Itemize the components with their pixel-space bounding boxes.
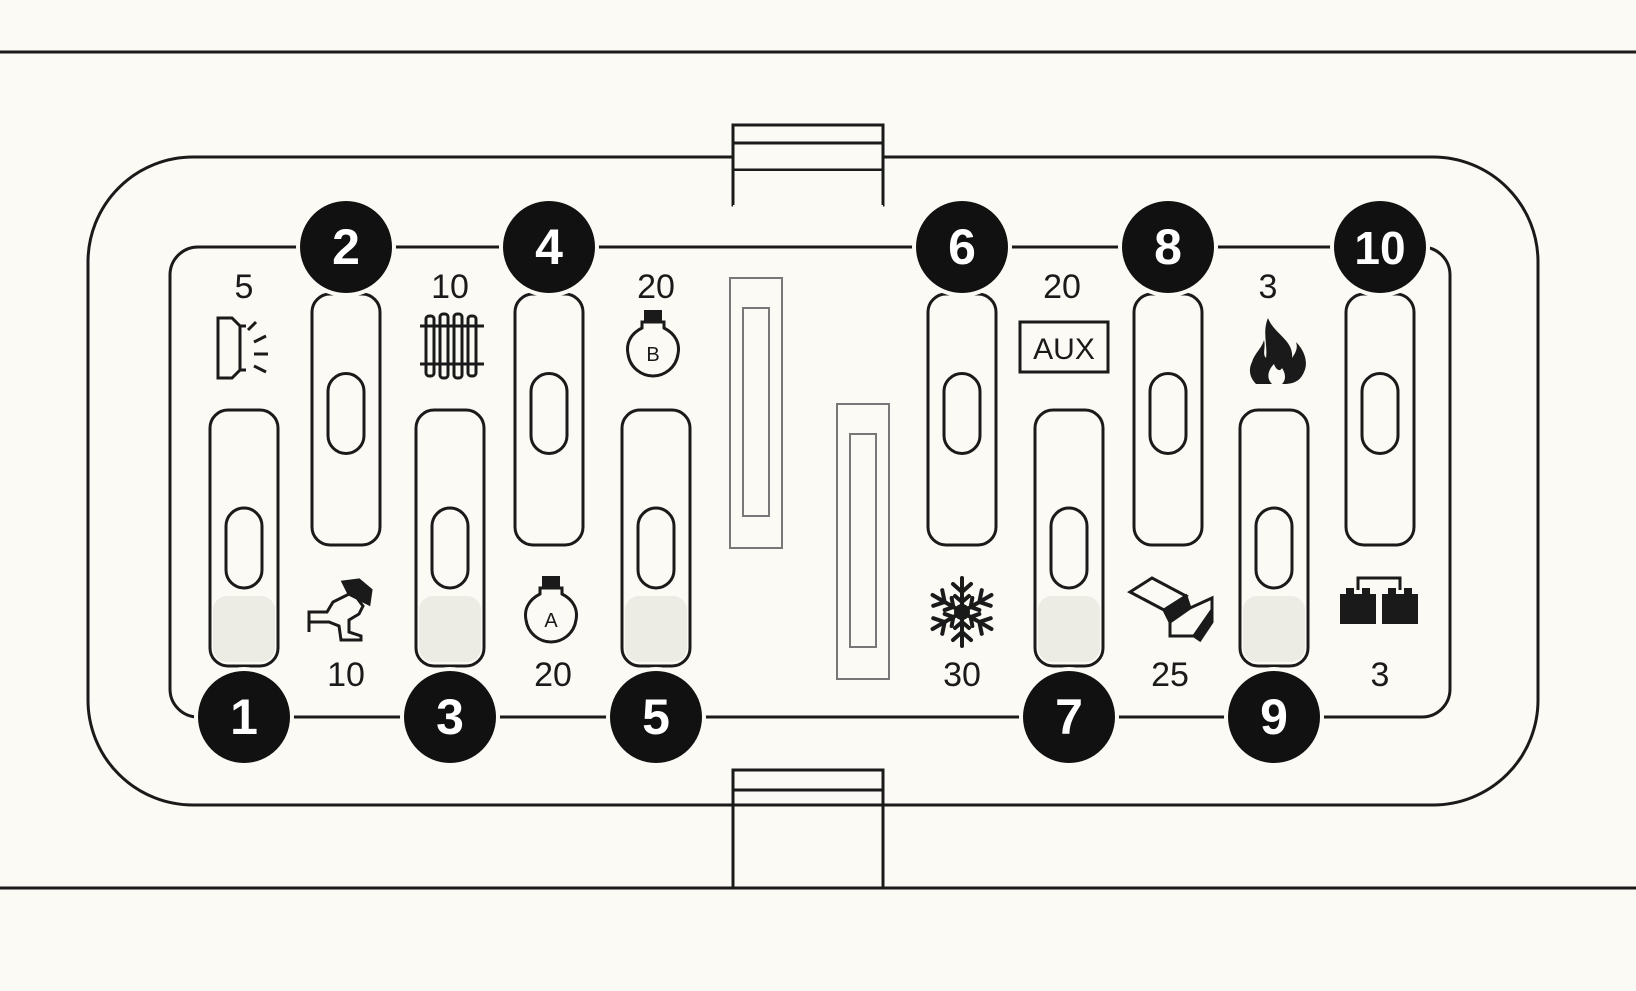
fuse-4[interactable]: 4 xyxy=(499,197,599,547)
fuse-1-amperage: 5 xyxy=(235,268,254,306)
fuse-window xyxy=(529,372,569,455)
fuse-number-badge xyxy=(503,201,595,293)
fuse-window xyxy=(1148,372,1188,455)
wedge-icon xyxy=(1127,576,1214,643)
fuse-number: 9 xyxy=(1260,689,1288,745)
fuse-5-amperage: 20 xyxy=(637,268,675,306)
fuse-number-badge xyxy=(198,671,290,763)
fuse-2[interactable]: 2 xyxy=(296,197,396,547)
fuse-window xyxy=(636,506,676,590)
fuse-6[interactable]: 6 xyxy=(912,197,1012,547)
bulb-a-icon: A xyxy=(524,576,578,644)
fuse-number-badge xyxy=(1228,671,1320,763)
fuse-7-amperage: 20 xyxy=(1043,268,1081,306)
aux-icon: AUX xyxy=(1018,320,1110,374)
fuse-number-badge xyxy=(1334,201,1426,293)
fuse-number: 8 xyxy=(1154,219,1182,275)
fuse-number-badge xyxy=(300,201,392,293)
bottom-clip xyxy=(731,768,885,890)
fuse-3[interactable]: 3 xyxy=(400,408,500,767)
dual-battery-icon xyxy=(1340,576,1418,624)
fuse-window xyxy=(1049,506,1089,590)
fuse-shading xyxy=(1243,596,1305,662)
fuse-6-amperage: 30 xyxy=(943,656,981,694)
aux-label: AUX xyxy=(1033,333,1095,366)
fuse-number: 5 xyxy=(642,689,670,745)
flame-icon xyxy=(1249,318,1306,384)
horn-icon xyxy=(307,578,373,642)
fuse-7[interactable]: 7 xyxy=(1019,408,1119,767)
spare-slot-right xyxy=(836,403,890,680)
fuse-window xyxy=(1254,506,1294,590)
top-clip xyxy=(731,123,885,211)
fuse-8-amperage: 25 xyxy=(1151,656,1189,694)
fuse-shading xyxy=(213,596,275,662)
heater-radiator-icon xyxy=(420,312,484,380)
fuse-number: 6 xyxy=(948,219,976,275)
fuse-shading xyxy=(419,596,481,662)
fuse-number: 7 xyxy=(1055,689,1083,745)
inner-panel xyxy=(168,245,1452,719)
bulb-b-label: B xyxy=(646,344,659,366)
fuse-number: 10 xyxy=(1354,222,1405,274)
fuse-number-badge xyxy=(1122,201,1214,293)
fuse-shading xyxy=(625,596,687,662)
fuse-2-amperage: 10 xyxy=(327,656,365,694)
lamp-headlight-icon xyxy=(216,316,268,380)
bulb-a-label: A xyxy=(544,610,558,632)
fuse-10[interactable]: 10 xyxy=(1330,197,1430,547)
fuse-number: 2 xyxy=(332,219,360,275)
fuse-3-amperage: 10 xyxy=(431,268,469,306)
fuse-number-badge xyxy=(610,671,702,763)
fuse-shading xyxy=(1038,596,1100,662)
fuse-number-badge xyxy=(916,201,1008,293)
fuse-window xyxy=(224,506,264,590)
spare-slot-left xyxy=(729,277,783,549)
fuse-number-badge xyxy=(404,671,496,763)
fuse-window xyxy=(1360,372,1400,455)
fuse-group: 1 2 3 4 5 6 7 8 9 10 5 10 10 20 20 30 20 25 3 3 xyxy=(194,197,1430,767)
fuse-8[interactable]: 8 xyxy=(1118,197,1218,547)
fuse-10-amperage: 3 xyxy=(1371,656,1390,694)
fuse-number: 1 xyxy=(230,689,258,745)
snowflake-icon xyxy=(926,576,998,648)
fuse-9-amperage: 3 xyxy=(1259,268,1278,306)
fuse-number: 4 xyxy=(535,219,563,275)
fuse-9[interactable]: 9 xyxy=(1224,408,1324,767)
fuse-window xyxy=(326,372,366,455)
fuse-number: 3 xyxy=(436,689,464,745)
fuse-number-badge xyxy=(1023,671,1115,763)
bulb-b-icon: B xyxy=(626,310,680,378)
fuse-1[interactable]: 1 xyxy=(194,408,294,767)
fuse-4-amperage: 20 xyxy=(534,656,572,694)
fuse-window xyxy=(430,506,470,590)
fuse-5[interactable]: 5 xyxy=(606,408,706,767)
fuse-window xyxy=(942,372,982,455)
